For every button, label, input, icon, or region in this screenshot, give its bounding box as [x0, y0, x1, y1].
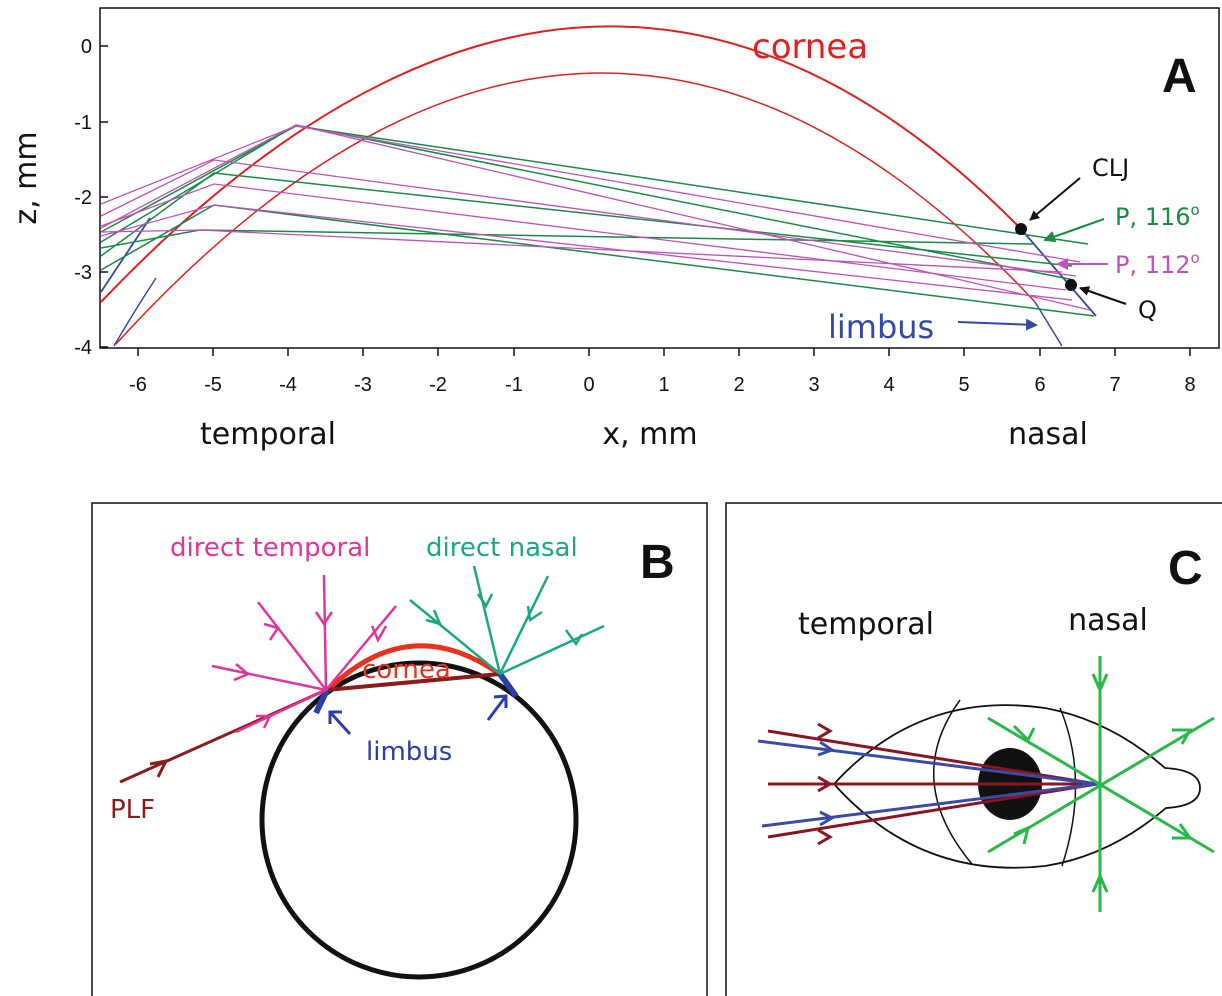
- p112-label: P, 112o: [1115, 249, 1200, 279]
- panel-c-frame: [725, 502, 1222, 996]
- temporal-label-c: temporal: [798, 607, 934, 642]
- direct-nasal-label: direct nasal: [426, 533, 578, 563]
- xtick-8: 8: [1184, 374, 1195, 396]
- nasal-label-c: nasal: [1068, 603, 1148, 638]
- panel-b: B direct temporal direct nasal cornea li…: [91, 502, 708, 996]
- xtick-2: 2: [733, 374, 744, 396]
- xtick-5: 5: [958, 374, 969, 396]
- limbus-left-inner: [113, 277, 157, 347]
- cornea-outer-curve: [100, 25, 1022, 303]
- x-axis-label: x, mm: [602, 417, 697, 452]
- limbus-left-b: [313, 688, 330, 715]
- cornea-inner-curve: [115, 72, 1036, 345]
- panel-a-frame: [99, 7, 1220, 349]
- cornea-chord: [325, 672, 501, 692]
- panel-b-letter: B: [640, 536, 675, 589]
- iris-line-left: [933, 699, 973, 865]
- ytick-3: -3: [74, 262, 92, 284]
- xtick-m4: -4: [279, 374, 297, 396]
- plf-label: PLF: [110, 795, 155, 825]
- limbus-label: limbus: [828, 308, 934, 346]
- cornea-label: cornea: [752, 27, 868, 67]
- xtick-m3: -3: [354, 374, 372, 396]
- ytick-4: -4: [74, 337, 92, 359]
- dark-red-rays: [767, 722, 1098, 846]
- x-axis-ticks: [137, 348, 1191, 356]
- panel-c-letter: C: [1168, 542, 1203, 595]
- cornea-label-b: cornea: [362, 655, 451, 685]
- eye-outline: [832, 704, 1201, 869]
- xtick-7: 7: [1109, 374, 1120, 396]
- green-rays: [100, 124, 1095, 317]
- direct-temporal-label: direct temporal: [170, 533, 370, 563]
- panel-c: C temporal nasal: [725, 502, 1222, 996]
- q-arrow: [1079, 286, 1127, 305]
- xtick-6: 6: [1034, 374, 1045, 396]
- direct-nasal-rays: [409, 565, 605, 676]
- xtick-m6: -6: [129, 374, 147, 396]
- xtick-0: 0: [583, 374, 594, 396]
- blue-rays: [757, 739, 1098, 828]
- magenta-rays: [100, 124, 1091, 311]
- xtick-m5: -5: [204, 374, 222, 396]
- y-axis-ticks: [100, 45, 108, 348]
- green-rays-c: [987, 656, 1215, 912]
- p116-label: P, 116o: [1115, 201, 1200, 231]
- ytick-1: -1: [74, 112, 92, 134]
- panel-a: 0 -1 -2 -3 -4 -6 -5 -4 -3 -2 -1 0: [9, 7, 1220, 452]
- xtick-m1: -1: [505, 374, 523, 396]
- clj-arrow: [1029, 177, 1081, 221]
- xtick-3: 3: [808, 374, 819, 396]
- xtick-m2: -2: [429, 374, 447, 396]
- xtick-4: 4: [883, 374, 894, 396]
- panel-b-frame: [91, 502, 708, 996]
- ytick-2: -2: [74, 187, 92, 209]
- clj-point: [1015, 223, 1027, 235]
- clj-label: CLJ: [1092, 154, 1129, 182]
- ytick-0: 0: [81, 36, 92, 58]
- q-point: [1065, 279, 1077, 291]
- limbus-right-b: [497, 672, 519, 698]
- eyeball-circle: [259, 660, 579, 980]
- xtick-1: 1: [658, 374, 669, 396]
- q-label: Q: [1138, 296, 1157, 324]
- limbus-label-b: limbus: [366, 737, 452, 767]
- p116-arrow: [1043, 218, 1105, 243]
- y-axis-label: z, mm: [9, 131, 44, 224]
- nasal-label: nasal: [1008, 417, 1088, 452]
- panel-a-letter: A: [1162, 50, 1197, 103]
- direct-temporal-rays: [211, 574, 397, 734]
- limbus-arrow: [957, 318, 1038, 331]
- temporal-label: temporal: [200, 417, 336, 452]
- limbus-arrows-b: [328, 694, 508, 736]
- cornea-arc-b: [328, 643, 500, 690]
